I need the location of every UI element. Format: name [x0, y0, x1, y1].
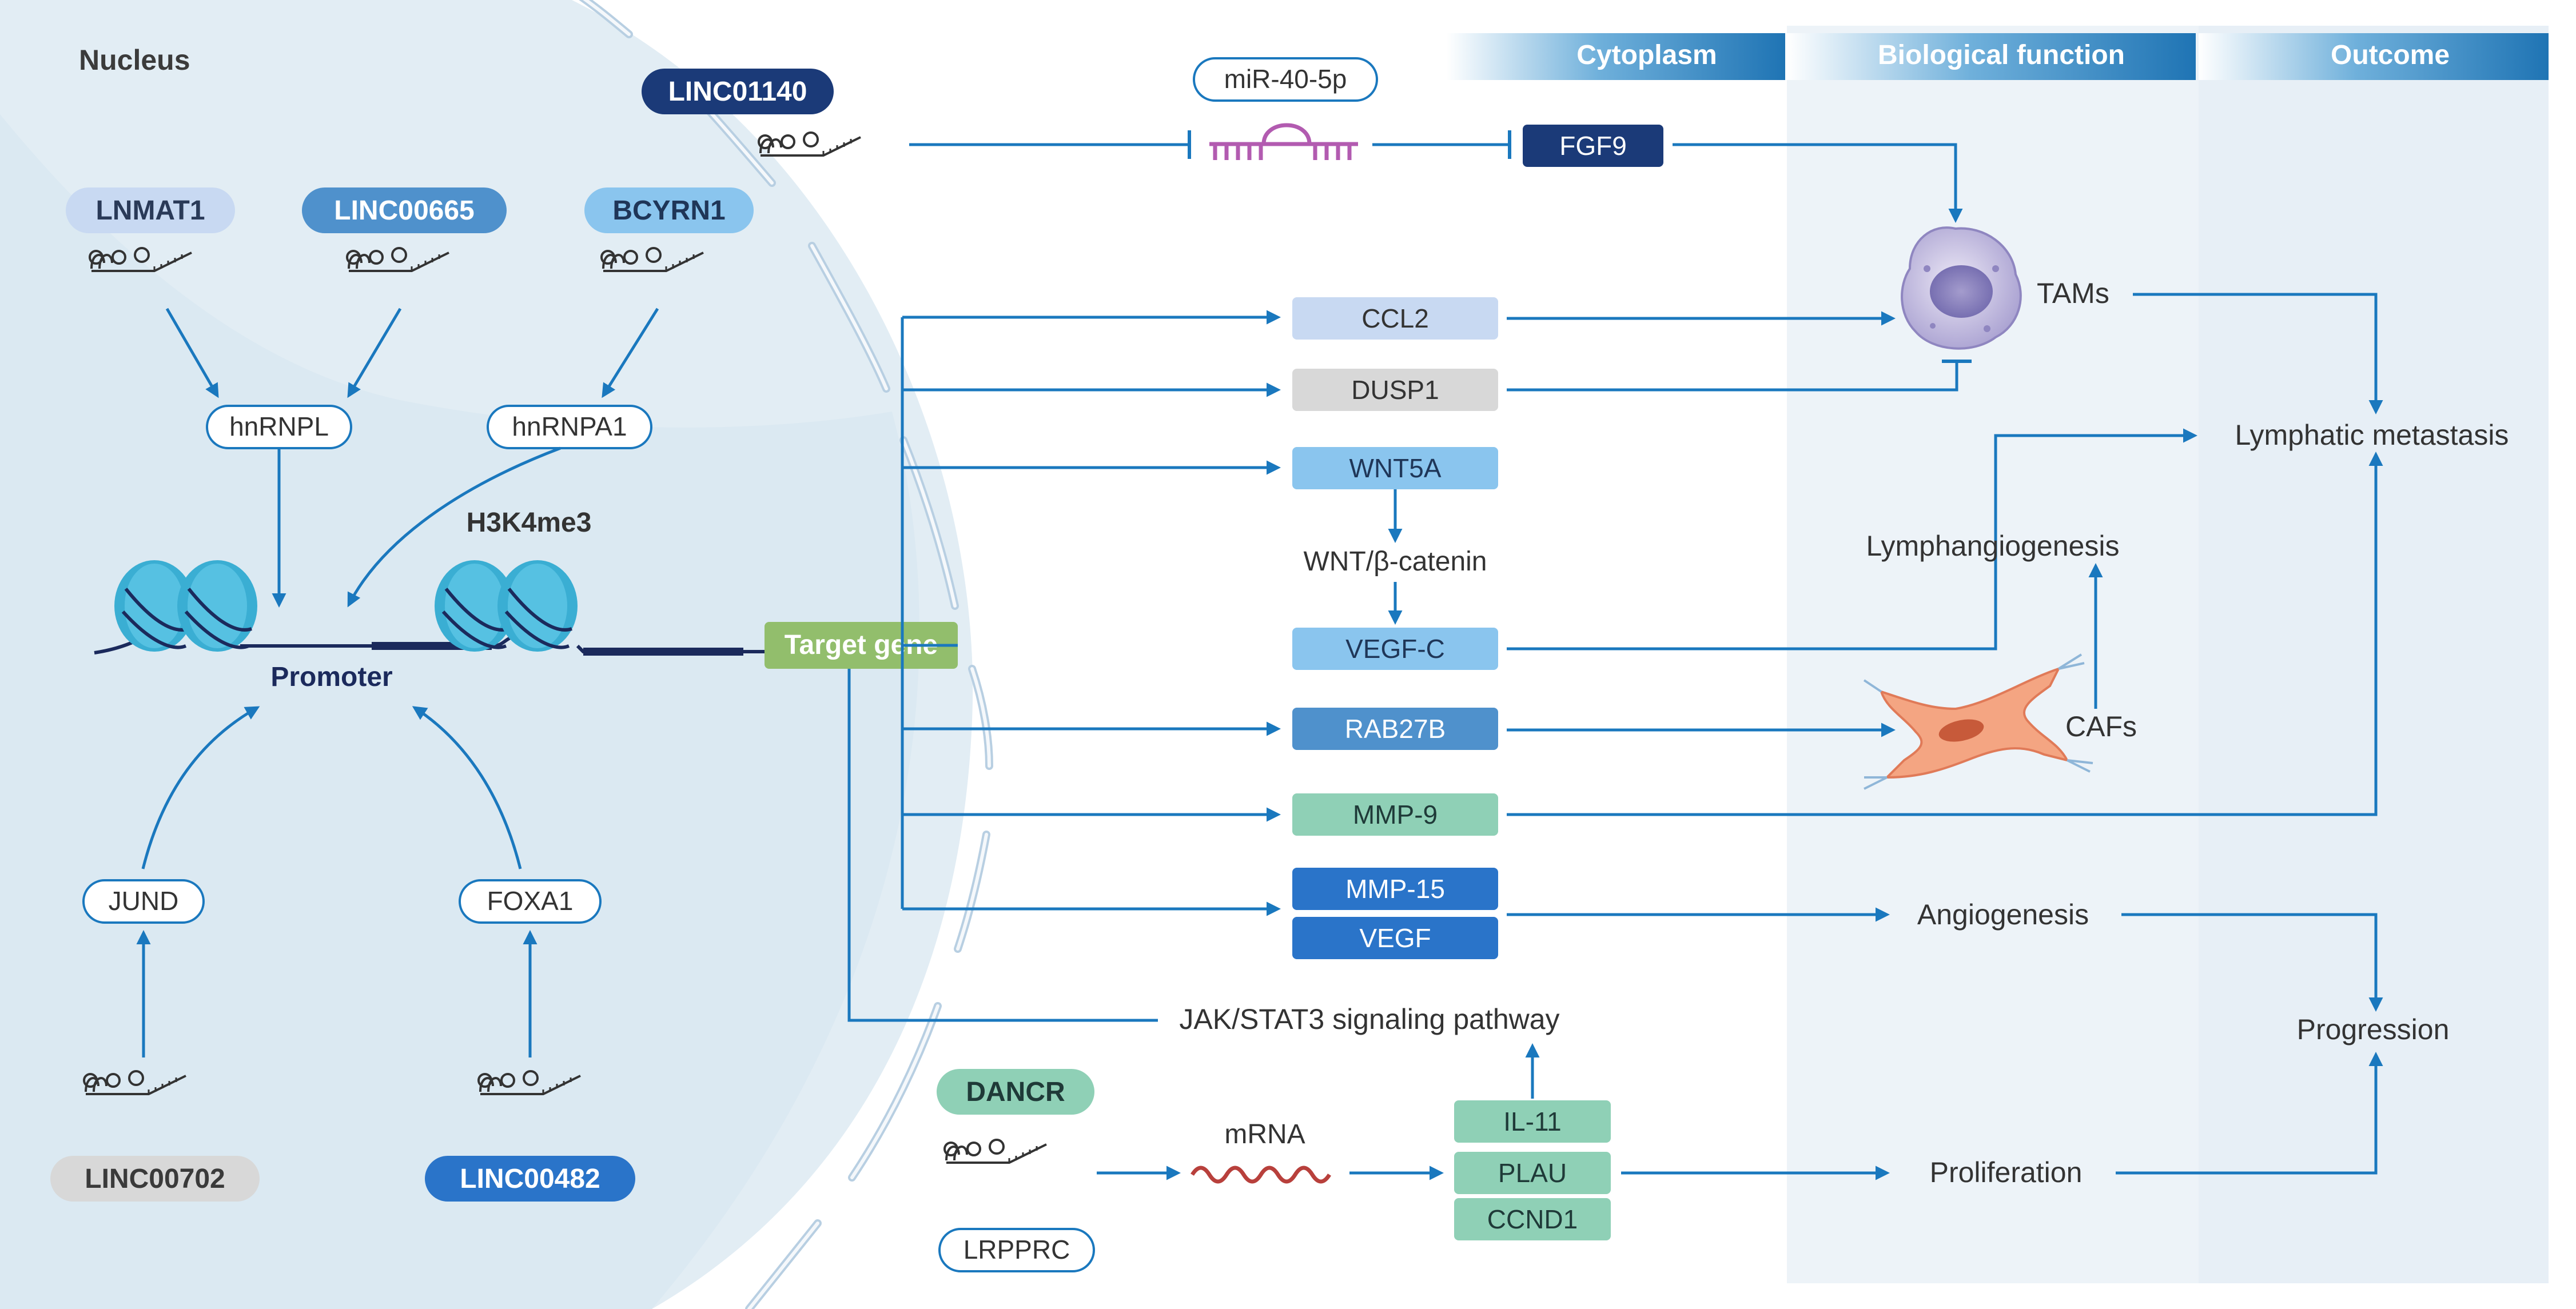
svg-text:DANCR: DANCR	[966, 1077, 1065, 1107]
svg-text:LRPPRC: LRPPRC	[963, 1235, 1070, 1264]
mrna-wave-icon	[1191, 1166, 1331, 1184]
lymphangiogenesis-label: Lymphangiogenesis	[1866, 530, 2120, 562]
dancr-rna-icon	[943, 1139, 1048, 1164]
lymphatic-metastasis-label: Lymphatic metastasis	[2235, 419, 2509, 451]
linc00665-pill: LINC00665	[302, 187, 507, 233]
header-biological-function: Biological function	[1787, 33, 2196, 80]
jund-pill: JUND	[82, 879, 205, 924]
rab27b-box: RAB27B	[1292, 708, 1498, 750]
linc00482-pill: LINC00482	[425, 1156, 635, 1202]
h3k4me3-label: H3K4me3	[467, 508, 592, 538]
lnmat1-pill: LNMAT1	[66, 187, 235, 233]
bcyrn1-pill: BCYRN1	[584, 187, 754, 233]
header-outcome: Outcome	[2199, 33, 2549, 80]
mir-40-5p-pill: miR-40-5p	[1193, 57, 1378, 102]
foxa1-pill: FOXA1	[459, 879, 602, 924]
arrow-lnmat1-to-hnrnpl	[165, 308, 219, 398]
svg-text:VEGF-C: VEGF-C	[1345, 634, 1445, 664]
svg-text:hnRNPL: hnRNPL	[229, 412, 329, 441]
il11-box: IL-11	[1454, 1100, 1611, 1143]
linc01140-rna-icon	[758, 131, 862, 157]
arrow-mmp9-to-lymphatic	[1507, 452, 2383, 816]
tam-cell-icon	[1901, 226, 2022, 350]
arrow-vegfc-to-lymphatic	[1507, 428, 2197, 650]
header-cytoplasm: Cytoplasm	[1447, 33, 1785, 80]
arrow-jund-to-promoter	[141, 706, 260, 869]
arrow-foxa1-to-promoter	[412, 706, 522, 869]
caf-cell-icon	[1863, 653, 2093, 790]
svg-text:DUSP1: DUSP1	[1351, 375, 1439, 405]
svg-text:miR-40-5p: miR-40-5p	[1224, 64, 1347, 94]
svg-text:Biological function: Biological function	[1878, 40, 2125, 70]
target-gene-branch-lines	[847, 317, 1158, 1022]
svg-text:Outcome: Outcome	[2331, 40, 2450, 70]
svg-text:WNT5A: WNT5A	[1349, 453, 1442, 483]
linc00702-pill: LINC00702	[50, 1156, 260, 1202]
svg-text:MMP-15: MMP-15	[1345, 874, 1445, 904]
svg-text:LNMAT1: LNMAT1	[95, 195, 205, 226]
arrow-linc00665-to-hnrnpl	[347, 308, 402, 398]
jak-stat3-label: JAK/STAT3 signaling pathway	[1179, 1003, 1559, 1035]
svg-text:FGF9: FGF9	[1559, 131, 1627, 161]
mrna-label: mRNA	[1224, 1119, 1305, 1150]
mmp15-box: MMP-15	[1292, 868, 1498, 910]
inhibit-dusp1-to-tams	[1507, 361, 1958, 392]
svg-text:hnRNPA1: hnRNPA1	[512, 412, 627, 441]
vegf-c-box: VEGF-C	[1292, 628, 1498, 670]
hnrnpa1-pill: hnRNPA1	[487, 405, 652, 449]
nucleosome-icons	[114, 560, 578, 652]
nuclear-envelope-inner	[583, 0, 991, 1309]
svg-text:LINC01140: LINC01140	[668, 77, 807, 107]
svg-text:MMP-9: MMP-9	[1353, 800, 1438, 829]
progression-label: Progression	[2297, 1013, 2450, 1045]
svg-text:LINC00482: LINC00482	[460, 1164, 600, 1194]
promoter-label: Promoter	[270, 662, 392, 692]
target-gene-box: Target gene	[765, 622, 958, 669]
mmp9-box: MMP-9	[1292, 793, 1498, 836]
biological-function-panel	[1787, 26, 2199, 1283]
svg-text:Cytoplasm: Cytoplasm	[1576, 40, 1717, 70]
ccl2-box: CCL2	[1292, 297, 1498, 340]
svg-text:FOXA1: FOXA1	[487, 886, 574, 916]
svg-text:LINC00665: LINC00665	[334, 195, 474, 226]
arrow-tams-to-lymphatic	[2133, 293, 2383, 414]
tams-label: TAMs	[2037, 277, 2109, 309]
svg-text:BCYRN1: BCYRN1	[612, 195, 725, 226]
mirna-icon	[1209, 123, 1358, 160]
cafs-label: CAFs	[2065, 711, 2137, 743]
svg-text:CCL2: CCL2	[1361, 304, 1429, 333]
svg-text:VEGF: VEGF	[1359, 923, 1431, 953]
arrow-proliferation-to-progression	[2116, 1052, 2383, 1175]
svg-text:LINC00702: LINC00702	[85, 1164, 225, 1194]
wnt5a-box: WNT5A	[1292, 447, 1498, 489]
hnrnpl-pill: hnRNPL	[206, 405, 352, 449]
svg-text:CCND1: CCND1	[1487, 1204, 1578, 1234]
wnt-beta-catenin-label: WNT/β-catenin	[1304, 546, 1487, 577]
lrpprc-pill: LRPPRC	[938, 1228, 1095, 1272]
svg-text:PLAU: PLAU	[1498, 1158, 1567, 1188]
dusp1-box: DUSP1	[1292, 369, 1498, 411]
svg-text:RAB27B: RAB27B	[1345, 714, 1446, 744]
dancr-pill: DANCR	[937, 1069, 1094, 1115]
svg-text:IL-11: IL-11	[1503, 1107, 1561, 1136]
angiogenesis-label: Angiogenesis	[1917, 899, 2089, 931]
ccnd1-box: CCND1	[1454, 1198, 1611, 1240]
arrow-bcyrn1-to-hnrnpa1	[602, 308, 659, 398]
arrow-fgf9-to-tams	[1673, 143, 1963, 223]
arrow-angiogenesis-to-progression	[2121, 913, 2383, 1012]
proliferation-label: Proliferation	[1930, 1156, 2083, 1188]
svg-text:JUND: JUND	[109, 886, 179, 916]
vegf-box: VEGF	[1292, 917, 1498, 959]
arrow-hnrnpa1-to-promoter	[347, 446, 561, 608]
linc01140-pill: LINC01140	[642, 69, 834, 114]
fgf9-box: FGF9	[1523, 125, 1663, 167]
plau-box: PLAU	[1454, 1152, 1611, 1194]
outcome-panel	[2199, 26, 2549, 1283]
nucleus-label: Nucleus	[79, 44, 190, 76]
